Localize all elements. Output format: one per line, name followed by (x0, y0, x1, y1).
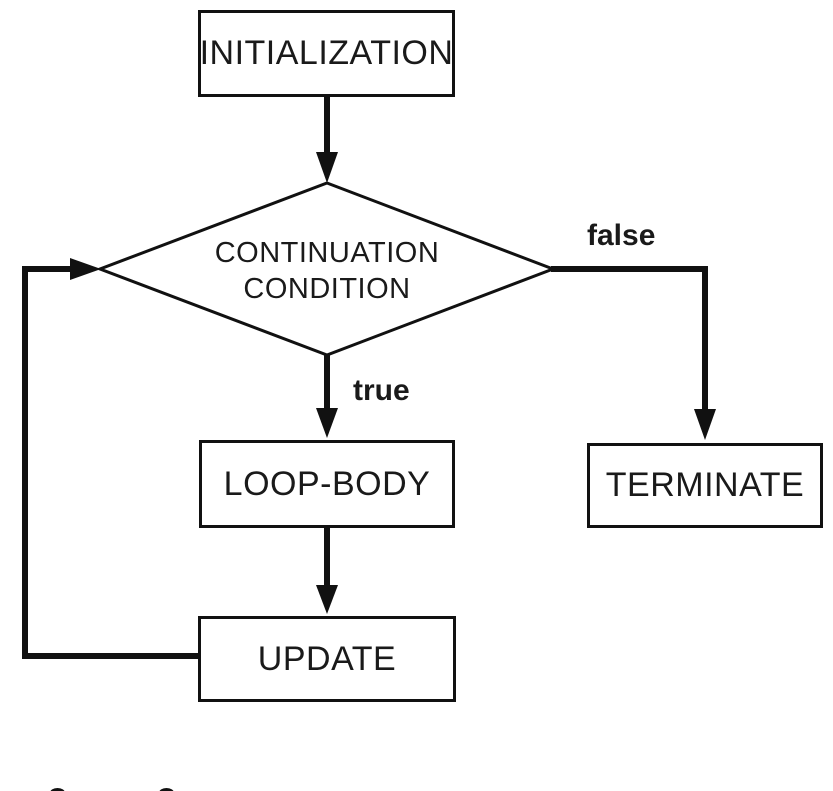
arrowhead-into-condition-left (70, 258, 101, 280)
node-loop-body: LOOP-BODY (199, 440, 455, 528)
edge-label-true: true (353, 374, 410, 407)
edge-label-false: false (587, 219, 656, 252)
node-continuation-condition-label: CONTINUATION CONDITION (157, 235, 497, 307)
node-terminate: TERMINATE (587, 443, 823, 528)
arrowhead-into-terminate (694, 409, 716, 440)
node-update-label: UPDATE (257, 639, 397, 678)
node-initialization: INITIALIZATION (198, 10, 455, 97)
arrowhead-into-loop-body (316, 408, 338, 438)
cropped-caption-glyph (50, 788, 65, 791)
arrowhead-into-condition-top (316, 152, 338, 183)
node-initialization-label: INITIALIZATION (199, 34, 454, 72)
arrowhead-into-update (316, 585, 338, 614)
edge-condition-to-terminate (551, 266, 708, 411)
condition-label-line1: CONTINUATION (214, 237, 440, 269)
edge-update-to-condition-loopback (22, 266, 202, 659)
node-loop-body-label: LOOP-BODY (223, 464, 431, 503)
node-terminate-label: TERMINATE (605, 466, 805, 504)
cropped-caption-glyph (159, 788, 174, 791)
node-update: UPDATE (198, 616, 456, 702)
condition-label-line2: CONDITION (243, 273, 411, 305)
